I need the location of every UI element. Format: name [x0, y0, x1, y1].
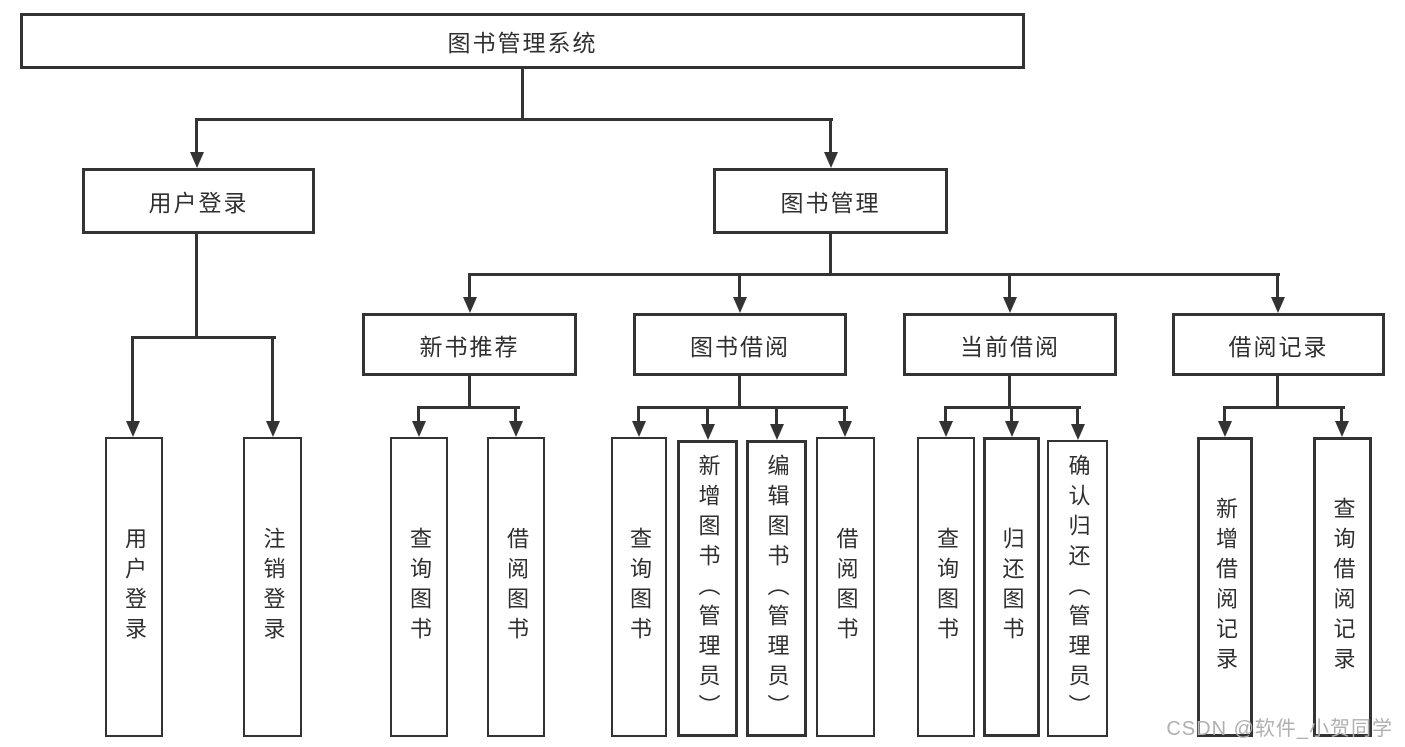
connector-line: [1223, 406, 1226, 423]
arrow-down-icon: [701, 424, 715, 440]
node-label: 归还图书: [999, 527, 1025, 647]
connector-line: [417, 406, 420, 423]
node-label: 图书管理系统: [447, 30, 598, 56]
connector-line: [1340, 406, 1343, 423]
node-label: 编辑图书（管理员）: [764, 453, 790, 724]
connector-line: [417, 406, 520, 409]
arrow-down-icon: [632, 421, 646, 437]
arrow-down-icon: [770, 424, 784, 440]
node-borrow-books-leaf: 借阅图书: [816, 437, 875, 737]
connector-line: [829, 118, 832, 156]
arrow-down-icon: [1003, 297, 1017, 313]
node-borrow-books-recommend: 借阅图书: [487, 437, 545, 737]
node-label: 图书借阅: [690, 333, 790, 360]
connector-line: [843, 406, 846, 423]
arrow-down-icon: [733, 297, 747, 313]
node-book-management: 图书管理: [713, 168, 948, 234]
arrow-down-icon: [1335, 421, 1349, 437]
node-label: 新增图书（管理员）: [695, 453, 721, 724]
connector-line: [1223, 406, 1345, 409]
arrow-down-icon: [1271, 297, 1285, 313]
connector-line: [131, 336, 276, 339]
node-return-books: 归还图书: [983, 437, 1040, 737]
arrow-down-icon: [1071, 424, 1085, 440]
node-user-login: 用户登录: [82, 168, 315, 234]
node-query-books-recommend: 查询图书: [390, 437, 448, 737]
node-label: 用户登录: [122, 527, 147, 647]
node-label: 查询图书: [407, 527, 432, 647]
node-edit-books-admin: 编辑图书（管理员）: [746, 440, 807, 737]
watermark-text: CSDN @软件_小贺同学: [1166, 718, 1393, 740]
node-new-book-recommend: 新书推荐: [362, 313, 577, 376]
connector-line: [637, 406, 848, 409]
connector-line: [271, 336, 274, 423]
connector-line: [468, 376, 471, 409]
arrow-down-icon: [1005, 421, 1019, 437]
node-borrowing-records: 借阅记录: [1172, 313, 1385, 376]
arrow-down-icon: [838, 421, 852, 437]
node-label: 新增借阅记录: [1213, 497, 1238, 677]
connector-line: [514, 406, 517, 423]
arrow-down-icon: [190, 152, 204, 168]
connector-line: [1008, 376, 1011, 409]
connector-line: [1276, 273, 1279, 299]
node-query-books-borrow: 查询图书: [611, 437, 667, 737]
arrow-down-icon: [266, 421, 280, 437]
arrow-down-icon: [126, 421, 140, 437]
node-user-login-leaf: 用户登录: [105, 437, 163, 737]
arrow-down-icon: [412, 421, 426, 437]
arrow-down-icon: [509, 421, 523, 437]
node-label: 注销登录: [260, 527, 286, 647]
node-book-borrowing: 图书借阅: [633, 313, 847, 376]
node-label: 借阅图书: [504, 527, 529, 647]
connector-line: [195, 234, 198, 339]
connector-line: [131, 336, 134, 423]
node-label: 借阅记录: [1228, 333, 1329, 360]
node-label: 查询图书: [627, 527, 652, 647]
arrow-down-icon: [939, 421, 953, 437]
node-label: 查询图书: [934, 527, 959, 647]
node-label: 当前借阅: [960, 333, 1060, 360]
node-current-borrowing: 当前借阅: [903, 313, 1117, 376]
connector-line: [829, 234, 832, 276]
node-label: 确认归还（管理员）: [1065, 453, 1091, 724]
node-query-books-current: 查询图书: [917, 437, 975, 737]
node-add-borrow-record: 新增借阅记录: [1197, 437, 1253, 737]
node-label: 新书推荐: [419, 333, 520, 360]
connector-line: [195, 118, 833, 121]
arrow-down-icon: [824, 152, 838, 168]
connector-line: [1276, 376, 1279, 409]
connector-line: [637, 406, 640, 423]
node-confirm-return-admin: 确认归还（管理员）: [1047, 440, 1108, 737]
connector-line: [195, 118, 198, 156]
node-label: 用户登录: [148, 190, 249, 216]
connector-line: [738, 273, 741, 299]
node-query-borrow-record: 查询借阅记录: [1313, 437, 1372, 737]
connector-line: [521, 68, 524, 121]
connector-line: [706, 406, 709, 426]
connector-line: [944, 406, 947, 423]
connector-line: [1008, 273, 1011, 299]
node-label: 图书管理: [780, 190, 881, 216]
connector-line: [468, 273, 1280, 276]
connector-line: [738, 376, 741, 409]
connector-line: [468, 273, 471, 299]
node-label: 借阅图书: [833, 527, 859, 647]
connector-line: [1010, 406, 1013, 423]
node-logout-leaf: 注销登录: [243, 437, 302, 737]
connector-line: [775, 406, 778, 426]
node-label: 查询借阅记录: [1330, 497, 1356, 677]
connector-line: [1076, 406, 1079, 426]
node-add-books-admin: 新增图书（管理员）: [677, 440, 738, 737]
node-root: 图书管理系统: [20, 13, 1025, 69]
arrow-down-icon: [463, 297, 477, 313]
arrow-down-icon: [1218, 421, 1232, 437]
